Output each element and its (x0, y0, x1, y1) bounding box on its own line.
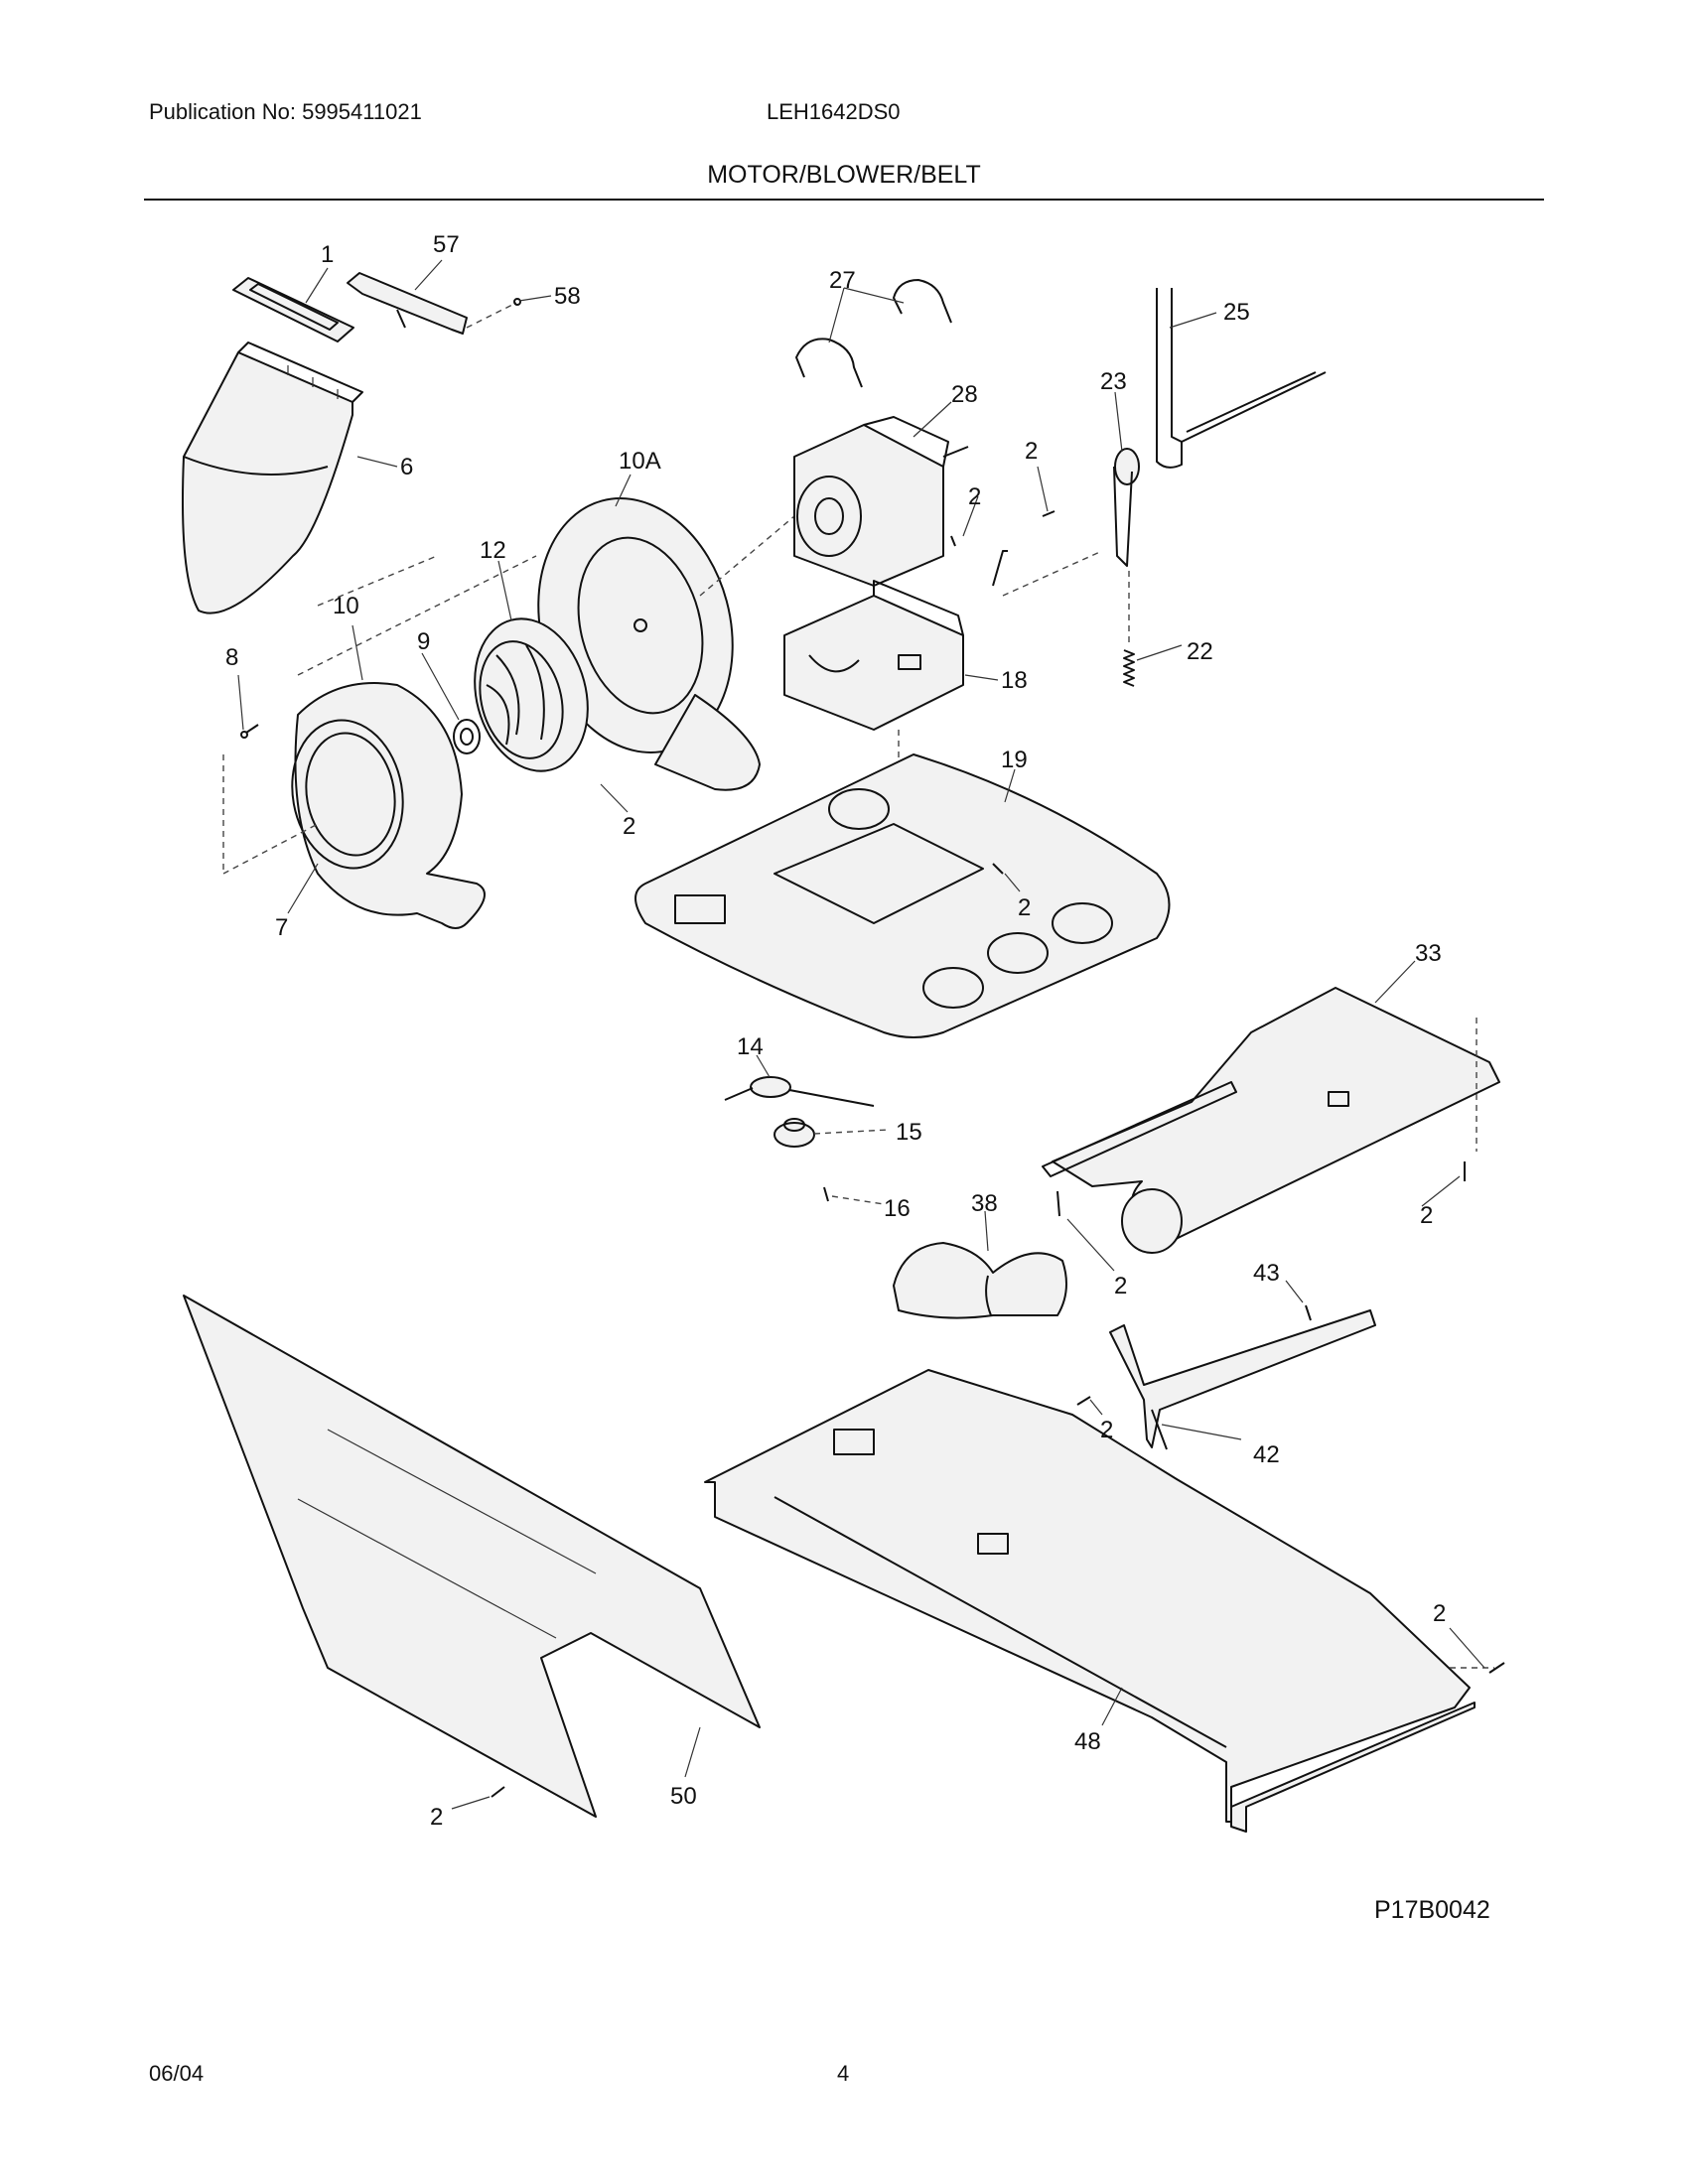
leader-7-cover (222, 823, 319, 875)
part-clip (992, 550, 1008, 587)
callout-2: 2 (1100, 1417, 1113, 1443)
section-title: MOTOR/BLOWER/BELT (707, 161, 981, 189)
part-washer (453, 719, 481, 754)
part-belt (1156, 288, 1327, 469)
screw-motor-1 (950, 510, 1055, 547)
publication-number: Publication No: 5995411021 (149, 99, 422, 124)
part-bracket-57 (347, 272, 468, 335)
callout-15: 15 (896, 1119, 922, 1146)
part-vent-trim (232, 277, 354, 342)
callout-6: 6 (400, 454, 413, 480)
callout-2: 2 (1420, 1202, 1433, 1229)
screws-duct-support (1056, 1161, 1466, 1217)
part-rail (1109, 1309, 1376, 1450)
callout-2: 2 (1433, 1600, 1446, 1627)
part-blower-wheel (474, 617, 589, 772)
callout-25: 25 (1223, 299, 1250, 326)
callout-58: 58 (554, 283, 581, 310)
part-side-panel (183, 1295, 761, 1818)
page-number: 4 (837, 2061, 850, 2086)
callout-labels: 1 57 58 6 10A 12 10 9 8 7 2 27 28 2 2 23… (225, 231, 1446, 1831)
callout-43: 43 (1253, 1260, 1280, 1287)
callout-23: 23 (1100, 368, 1127, 395)
callout-12: 12 (480, 537, 506, 564)
callout-2: 2 (1114, 1273, 1127, 1299)
callout-27: 27 (829, 267, 856, 294)
part-motor-mount (783, 580, 964, 731)
leader-axis-blower (297, 555, 537, 676)
part-idler-arm (1113, 448, 1140, 567)
callout-10: 10 (333, 593, 359, 619)
part-elbow (893, 1242, 1067, 1319)
part-thermostat (724, 1076, 890, 1205)
callout-38: 38 (971, 1190, 998, 1217)
callout-57: 57 (433, 231, 460, 258)
callout-22: 22 (1187, 638, 1213, 665)
leader-58 (466, 302, 517, 329)
callout-50: 50 (670, 1783, 697, 1810)
callout-48: 48 (1074, 1728, 1101, 1755)
callout-2: 2 (430, 1804, 443, 1831)
screw-base (992, 863, 1004, 875)
part-base-plate (634, 753, 1171, 1038)
part-spring (1123, 571, 1135, 687)
screw-rail (1076, 1396, 1091, 1406)
diagram-code: P17B0042 (1374, 1896, 1490, 1924)
callout-28: 28 (951, 381, 978, 408)
callout-16: 16 (884, 1195, 911, 1222)
callout-10a: 10A (619, 448, 661, 475)
part-duct (182, 341, 363, 614)
callout-42: 42 (1253, 1441, 1280, 1468)
leader-motor-blower (699, 515, 795, 597)
callout-leaders (237, 259, 1485, 1810)
screw-58 (513, 298, 521, 306)
callout-7: 7 (275, 914, 288, 941)
callout-33: 33 (1415, 940, 1442, 967)
callout-2: 2 (623, 813, 635, 840)
screw-tray (1488, 1662, 1505, 1674)
part-duct-support (1042, 987, 1500, 1254)
part-motor-straps (795, 279, 952, 388)
model-number: LEH1642DS0 (767, 99, 901, 124)
part-blower-housing (537, 497, 761, 791)
callout-18: 18 (1001, 667, 1028, 694)
callout-2: 2 (1018, 894, 1031, 921)
callout-9: 9 (417, 628, 430, 655)
callout-1: 1 (321, 241, 334, 268)
header-rule (144, 199, 1544, 201)
callout-14: 14 (737, 1033, 764, 1060)
screw-8 (240, 724, 259, 739)
part-motor (793, 416, 969, 587)
screw-43 (1305, 1304, 1312, 1321)
leader-clip (1002, 550, 1103, 597)
publication-date: 06/04 (149, 2061, 205, 2086)
part-base-tray (704, 1369, 1476, 1833)
part-blower-cover (291, 682, 486, 929)
callout-19: 19 (1001, 747, 1028, 773)
screw-panel (491, 1786, 505, 1798)
callout-8: 8 (225, 644, 238, 671)
callout-2: 2 (968, 483, 981, 510)
callout-2: 2 (1025, 438, 1038, 465)
